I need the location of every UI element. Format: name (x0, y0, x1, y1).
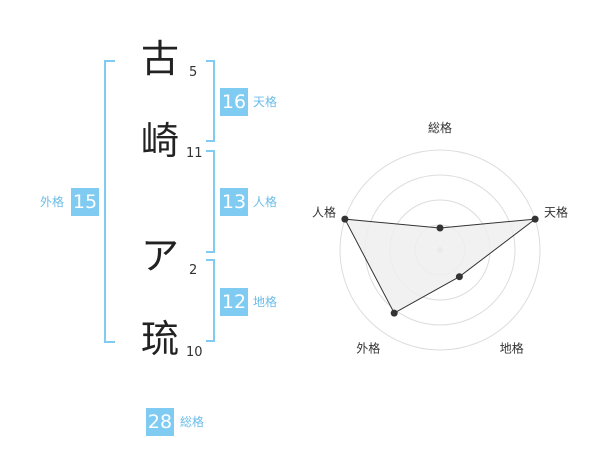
jinkaku-bracket (206, 150, 215, 253)
chikaku-value: 12 (220, 288, 248, 316)
soukaku-label: 総格 (180, 415, 205, 429)
name-char-2: 崎 (141, 119, 180, 163)
gaikaku-label: 外格 (40, 195, 65, 209)
gaikaku-value: 15 (71, 188, 99, 216)
tenkaku-bracket (206, 60, 215, 142)
soukaku-value: 28 (146, 408, 174, 436)
gaikaku-bracket (104, 60, 115, 343)
radar-axis-label-4: 外格 (356, 341, 380, 356)
tenkaku-value: 16 (220, 88, 248, 116)
radar-axis-label-2: 天格 (544, 204, 568, 219)
radar-point-4 (390, 309, 398, 317)
name-char-1: 古 (141, 37, 180, 81)
jinkaku-label: 人格 (253, 195, 278, 209)
stroke-count-2: 11 (186, 146, 203, 161)
chikaku-label: 地格 (253, 295, 278, 309)
name-char-3: ア (141, 234, 180, 278)
name-char-4: 琉 (141, 317, 180, 361)
radar-point-5 (341, 215, 349, 223)
radar-axis-label-1: 総格 (428, 120, 452, 135)
stroke-count-3: 2 (189, 263, 198, 278)
radar-point-1 (436, 224, 444, 232)
radar-axis-label-5: 人格 (312, 204, 336, 219)
jinkaku-value: 13 (220, 188, 248, 216)
radar-point-2 (531, 215, 539, 223)
tenkaku-label: 天格 (253, 95, 278, 109)
radar-point-3 (455, 273, 463, 281)
stroke-count-1: 5 (189, 65, 198, 80)
chikaku-bracket (206, 259, 215, 342)
stroke-count-4: 10 (186, 345, 203, 360)
grid-ring-4 (339, 149, 541, 351)
radar-axis-label-3: 地格 (500, 341, 524, 356)
radar-area (344, 218, 537, 314)
